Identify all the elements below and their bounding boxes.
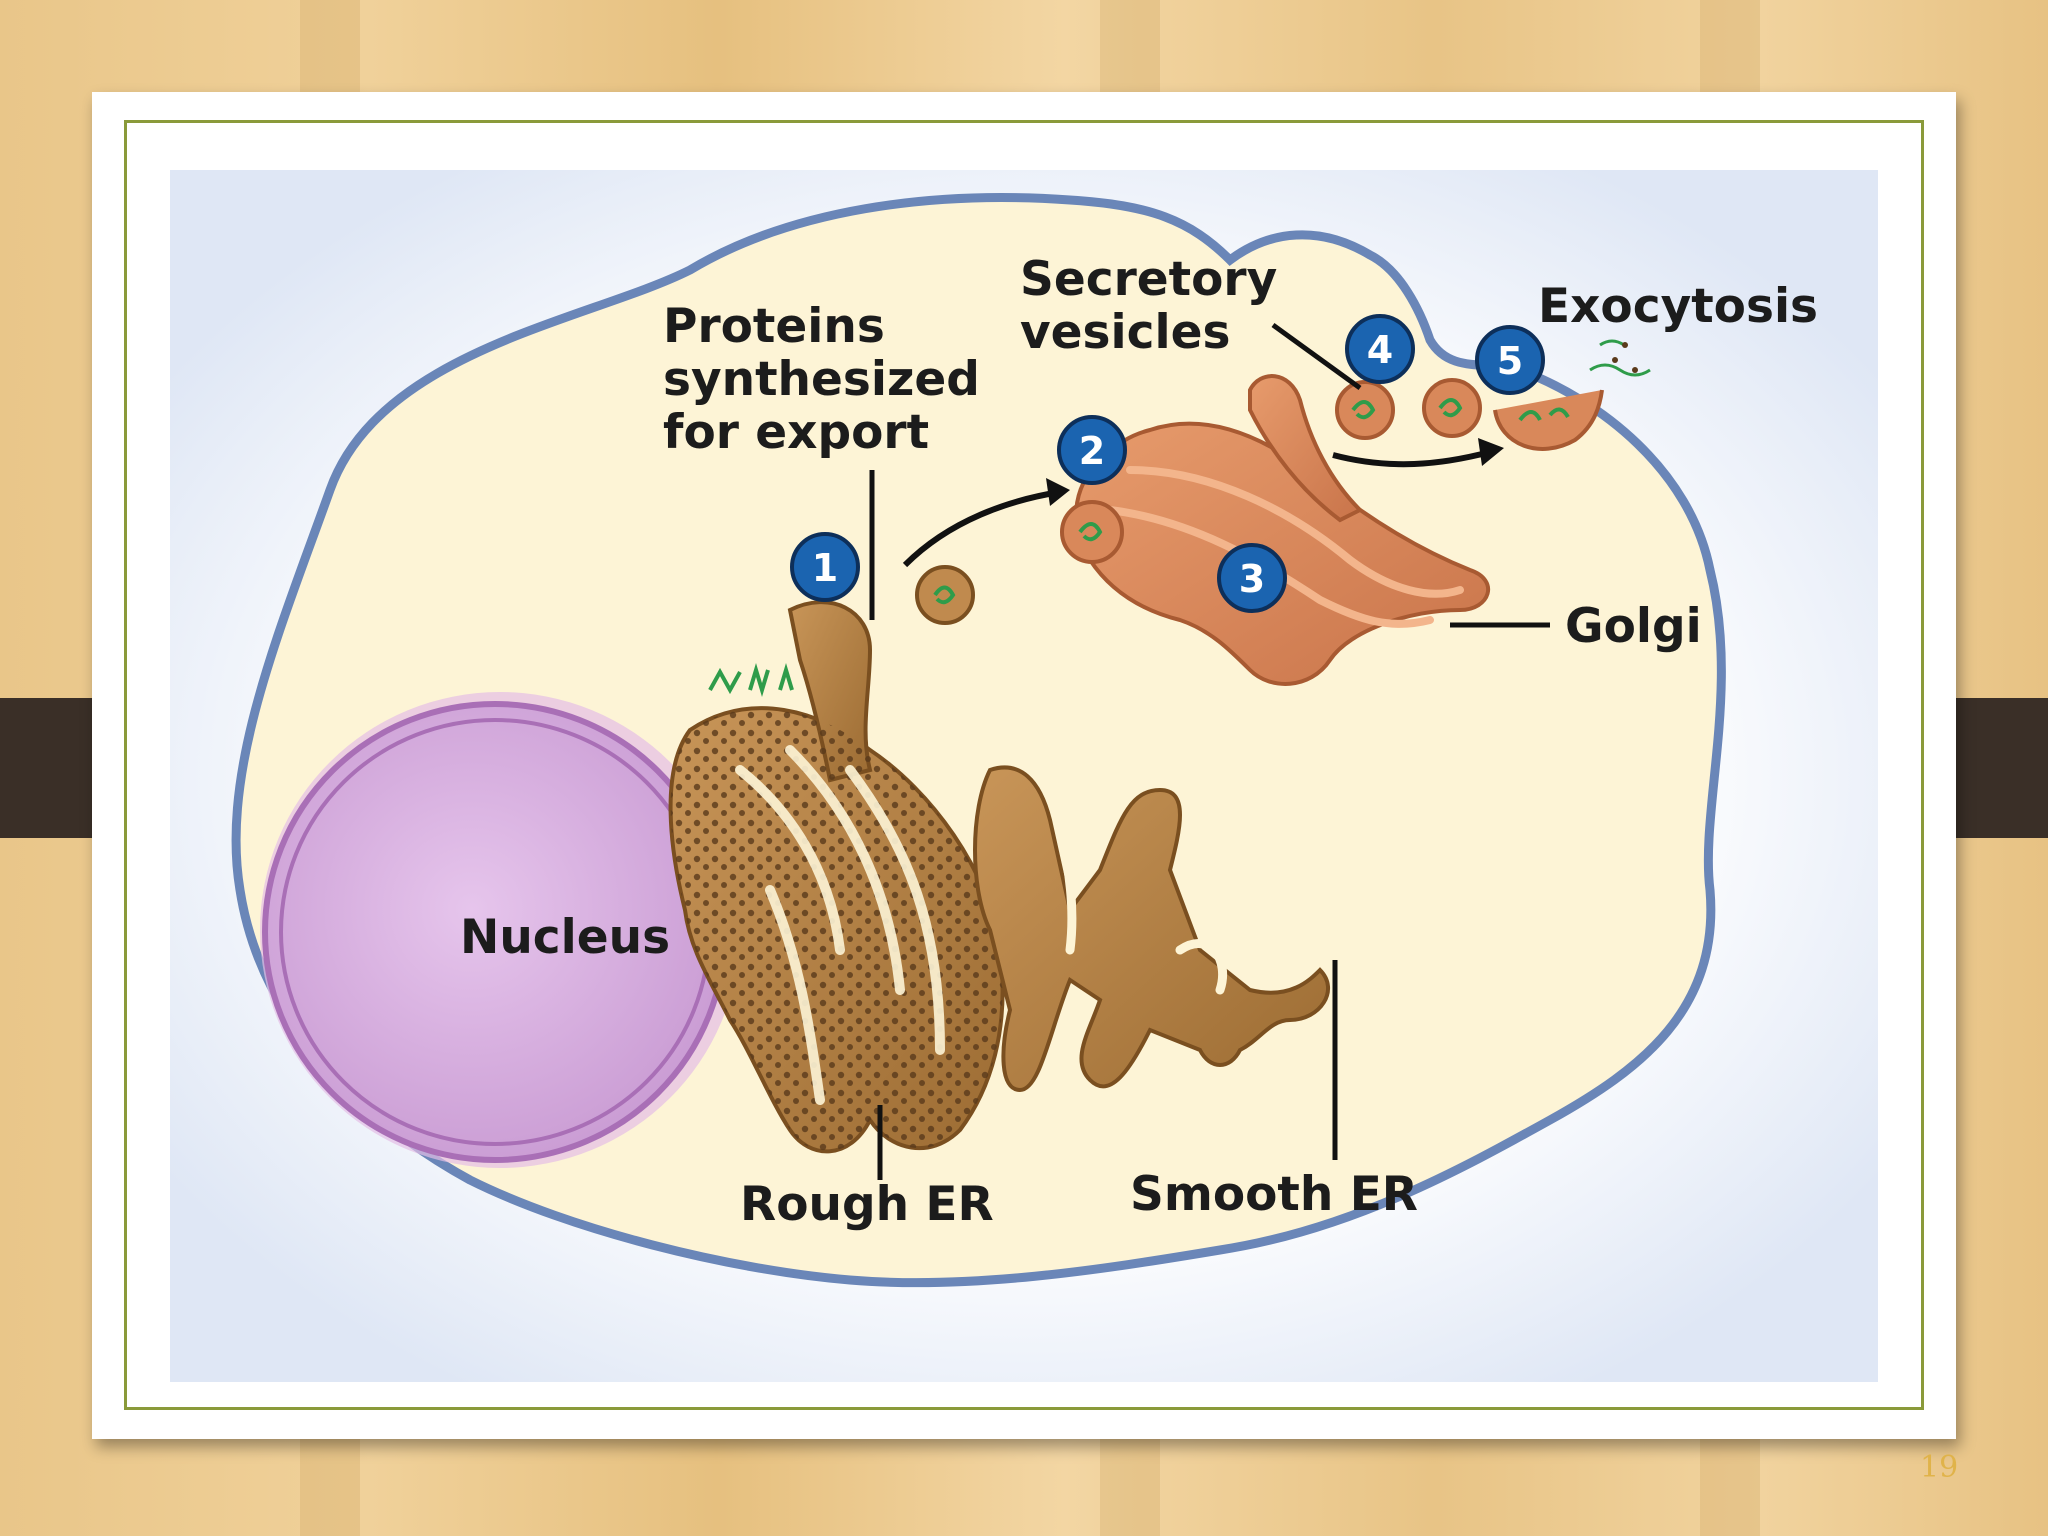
secretory-pathway-diagram: 1 2 3 4 5 Proteins synthesized for expor… — [170, 170, 1878, 1382]
page-number: 19 — [1920, 1450, 1959, 1485]
step-badge-2: 2 — [1057, 415, 1127, 485]
label-secretory-line2: vesicles — [1020, 305, 1230, 360]
label-secretory-line1: Secretory — [1020, 252, 1277, 307]
step-badge-5: 5 — [1475, 325, 1545, 395]
transport-vesicle — [1060, 500, 1124, 564]
label-proteins-line2: synthesized — [663, 352, 980, 407]
svg-text:5: 5 — [1497, 339, 1523, 383]
label-nucleus: Nucleus — [460, 910, 670, 965]
svg-text:3: 3 — [1239, 557, 1265, 601]
step-badge-4: 4 — [1345, 314, 1415, 384]
secretory-vesicle — [1335, 380, 1395, 440]
svg-text:4: 4 — [1367, 328, 1393, 372]
transport-arrows — [902, 438, 1504, 568]
step-badge-3: 3 — [1217, 543, 1287, 613]
leader-lines — [869, 322, 1550, 1180]
transport-vesicle — [915, 565, 975, 625]
slide-frame — [124, 120, 1924, 1410]
exocytosis-vesicle — [1493, 339, 1651, 451]
label-rough-er: Rough ER — [740, 1177, 994, 1232]
label-exocytosis: Exocytosis — [1538, 279, 1818, 334]
label-golgi: Golgi — [1565, 599, 1702, 654]
protein-strands — [708, 663, 794, 697]
svg-text:2: 2 — [1079, 429, 1105, 473]
secretory-vesicle — [1422, 378, 1482, 438]
step-badge-1: 1 — [790, 532, 860, 602]
rough-er — [668, 600, 1005, 1154]
label-proteins-line1: Proteins — [663, 299, 885, 354]
svg-text:1: 1 — [812, 546, 838, 590]
label-smooth-er: Smooth ER — [1130, 1167, 1418, 1222]
label-proteins-line3: for export — [663, 405, 929, 460]
smooth-er — [973, 765, 1331, 1093]
